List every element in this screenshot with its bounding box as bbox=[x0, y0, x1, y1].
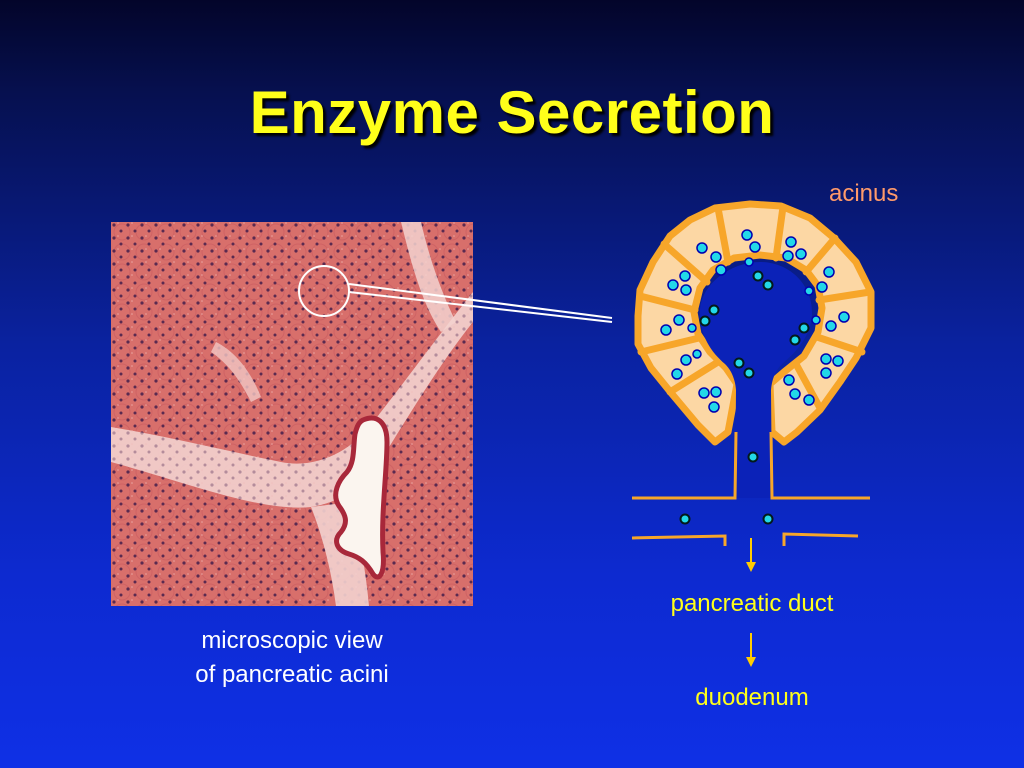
microscopic-tissue-image bbox=[111, 222, 473, 606]
acinus-label: acinus bbox=[829, 180, 899, 207]
micro-caption: microscopic view of pancreatic acini bbox=[140, 624, 444, 692]
zoom-connector-lines bbox=[348, 283, 613, 323]
slide-title: Enzyme Secretion bbox=[249, 79, 775, 146]
pancreatic-duct-label: pancreatic duct bbox=[670, 590, 834, 617]
secreted-granules bbox=[679, 270, 810, 525]
duodenum-label: duodenum bbox=[695, 684, 809, 711]
caption-line-2: of pancreatic acini bbox=[195, 661, 389, 688]
acinar-cell-ring bbox=[634, 200, 875, 446]
lumen-and-duct bbox=[631, 262, 870, 546]
zymogen-granules bbox=[660, 229, 850, 413]
caption-line-1: microscopic view bbox=[201, 627, 383, 654]
arrow-to-duct bbox=[746, 538, 756, 572]
arrow-to-duodenum bbox=[746, 633, 756, 667]
